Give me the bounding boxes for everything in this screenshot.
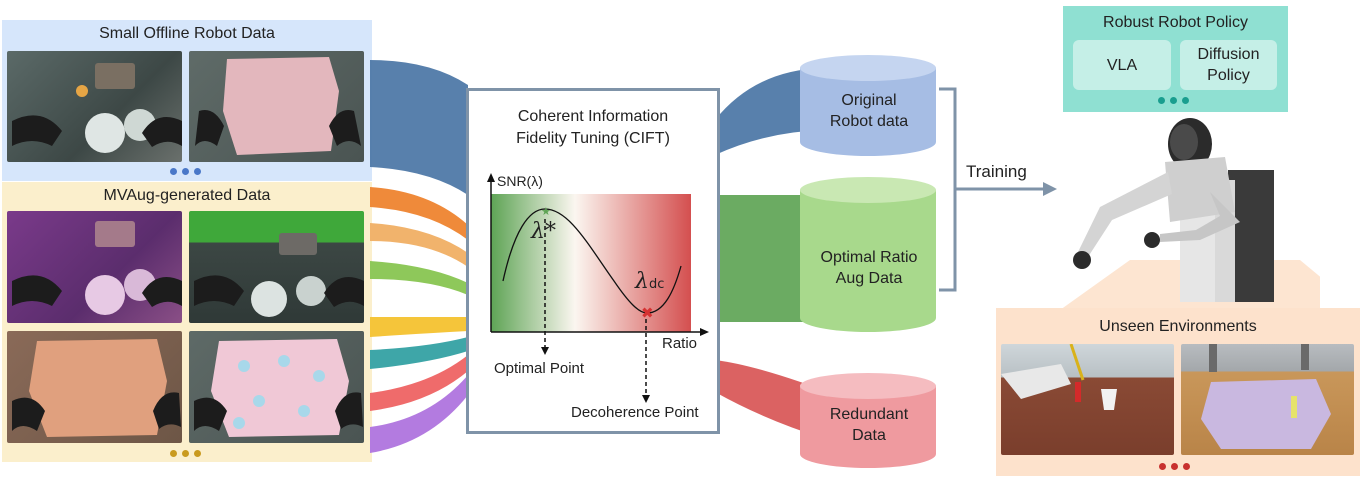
robot-torso-support xyxy=(1228,170,1274,302)
original-label-line1: Original xyxy=(841,92,897,109)
optimal-point-label: Optimal Point xyxy=(494,360,585,377)
flow-band-blue xyxy=(370,60,468,195)
flow-band-green xyxy=(370,261,468,295)
robot-photo-cloth xyxy=(189,51,364,162)
aug-photo-green xyxy=(189,211,364,323)
training-arrowhead xyxy=(1043,182,1057,196)
flow-band-purple xyxy=(370,375,468,453)
unseen-photo-table xyxy=(1001,344,1174,455)
robot-left-gripper xyxy=(1073,251,1091,269)
more-unseen-dots xyxy=(1159,463,1190,470)
diffusion-label-line2: Policy xyxy=(1207,67,1250,84)
redundant-label-line2: Data xyxy=(852,427,886,444)
unseen-title: Unseen Environments xyxy=(1099,318,1257,335)
snr-gradient-background xyxy=(491,194,691,332)
robot-right-arm xyxy=(1160,192,1240,242)
green-scene-illustration xyxy=(194,233,364,317)
aug-photo-orange-cloth xyxy=(7,331,182,443)
cift-box: Coherent Information Fidelity Tuning (CI… xyxy=(466,88,720,434)
purple-scene-illustration xyxy=(12,221,182,315)
flow-band-teal xyxy=(370,337,468,369)
unseen-table-illustration xyxy=(1001,344,1117,410)
snr-ratio-plot: ★ ✖ xyxy=(487,173,709,403)
training-label: Training xyxy=(966,162,1027,181)
input-flow-bands xyxy=(370,60,468,453)
optimal-label-line1: Optimal Ratio xyxy=(820,249,918,266)
flow-band-lightorange xyxy=(370,223,468,267)
x-axis-arrowhead xyxy=(700,328,709,336)
tabletop-scene-illustration xyxy=(12,63,182,153)
unseen-cloth-illustration xyxy=(1201,344,1331,449)
robust-policy-panel: Robust Robot Policy VLA Diffusion Policy xyxy=(1063,6,1288,112)
lambda-dc-subscript: dc xyxy=(648,277,665,292)
optimal-drop-arrowhead xyxy=(541,347,549,355)
cylinder-redundant xyxy=(800,373,936,468)
lambda-dc-label: λdc xyxy=(635,269,664,294)
vla-label: VLA xyxy=(1106,56,1138,74)
training-bracket-arrow xyxy=(939,87,1057,292)
cift-title-line1: Coherent Information xyxy=(517,108,669,125)
robot-left-arm xyxy=(1078,172,1172,257)
flow-band-red xyxy=(370,355,468,411)
decoherence-point-label: Decoherence Point xyxy=(571,404,699,421)
flow-band-orange xyxy=(370,187,468,240)
x-axis-label: Ratio xyxy=(662,335,698,352)
more-policy-dots xyxy=(1158,97,1189,104)
policy-title: Robust Robot Policy xyxy=(1103,14,1248,31)
decoherence-drop-arrowhead xyxy=(642,395,650,403)
optimal-label-line2: Aug Data xyxy=(835,270,903,287)
decoherence-x-marker: ✖ xyxy=(641,304,654,322)
more-aug-dots xyxy=(170,450,201,457)
unseen-environments-panel: Unseen Environments xyxy=(996,308,1360,476)
y-axis-arrowhead xyxy=(487,173,495,182)
lambda-dc-symbol: λ xyxy=(635,269,649,294)
mvaug-title: MVAug-generated Data xyxy=(103,187,271,204)
diffusion-policy-box: Diffusion Policy xyxy=(1180,40,1277,90)
robot-photo-tabletop xyxy=(7,51,182,162)
pattern-cloth-illustration xyxy=(194,339,363,437)
flow-to-redundant xyxy=(715,360,823,438)
cift-title-line2: Fidelity Tuning (CIFT) xyxy=(516,130,670,147)
optimal-star-marker: ★ xyxy=(541,205,551,218)
redundant-label-line1: Redundant xyxy=(829,406,909,423)
small-offline-title: Small Offline Robot Data xyxy=(99,25,275,42)
mvaug-data-panel: MVAug-generated Data xyxy=(2,182,372,462)
diffusion-label-line1: Diffusion xyxy=(1197,46,1260,63)
y-axis-label: SNR(λ) xyxy=(497,173,543,189)
more-offline-dots xyxy=(170,168,201,175)
cylinder-original xyxy=(800,55,936,156)
small-offline-data-panel: Small Offline Robot Data xyxy=(2,20,372,181)
lambda-star-label: λ* xyxy=(531,219,556,244)
aug-photo-pattern-cloth xyxy=(189,331,364,443)
output-flow-bands xyxy=(715,68,823,438)
bracket xyxy=(939,87,957,292)
flow-band-yellow xyxy=(370,317,468,337)
unseen-photo-cloth xyxy=(1181,344,1354,455)
original-label-line2: Robot data xyxy=(829,113,909,130)
robot-figure xyxy=(1060,118,1320,310)
flow-to-optimal xyxy=(715,195,823,322)
snr-curve xyxy=(502,208,682,314)
robot-right-gripper xyxy=(1144,232,1160,248)
vla-box: VLA xyxy=(1073,40,1171,90)
aug-photo-purple xyxy=(7,211,182,323)
orange-cloth-illustration xyxy=(12,339,181,437)
flow-to-original xyxy=(715,68,823,155)
cylinder-optimal xyxy=(800,177,936,332)
cloth-scene-illustration xyxy=(195,57,361,155)
cylinders-graphic xyxy=(800,55,936,468)
